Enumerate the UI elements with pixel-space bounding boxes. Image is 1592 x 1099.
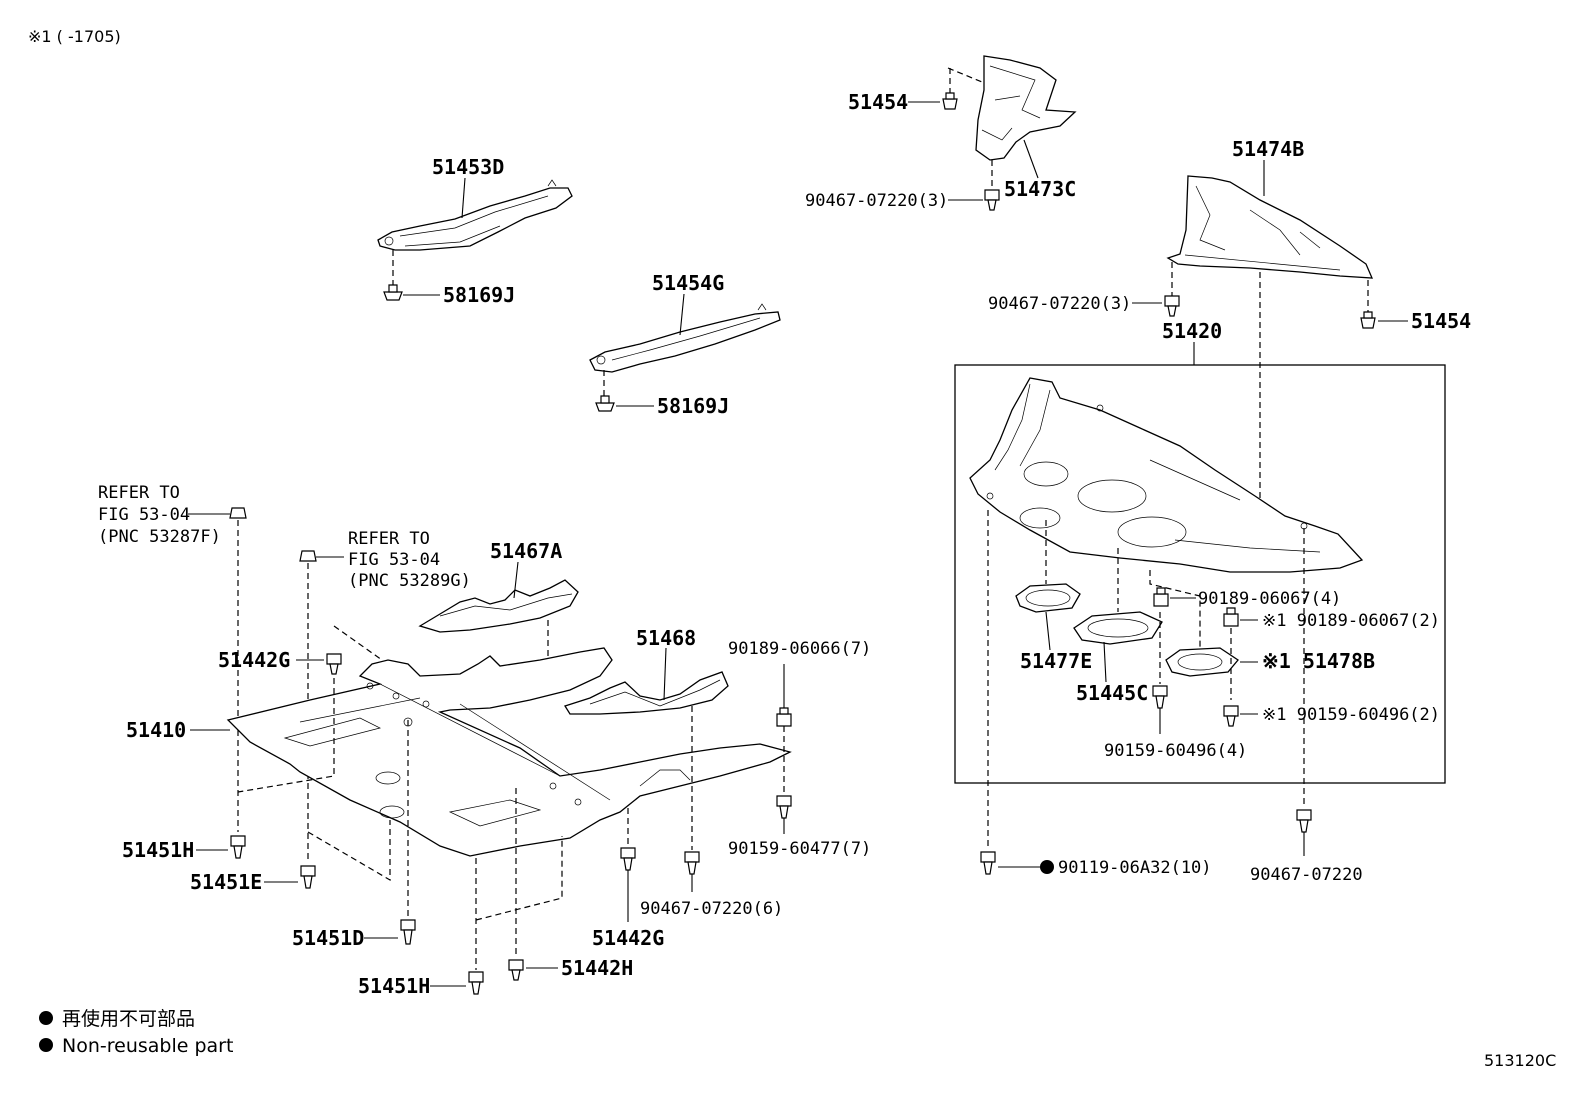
label-51410[interactable]: 51410 xyxy=(126,718,186,742)
dash-51473C-a xyxy=(947,67,983,83)
clip-refer-53287F-icon[interactable] xyxy=(229,507,247,519)
leader-51445C xyxy=(1103,641,1107,683)
part-51454G-bracket[interactable] xyxy=(589,303,781,373)
part-51467A-cover[interactable] xyxy=(418,579,579,633)
label-90159-60496-4[interactable]: 90159-60496(4) xyxy=(1104,741,1247,761)
model-note: ※1 ( -1705) xyxy=(28,27,121,46)
label-90467-07220-3a[interactable]: 90467-07220(3) xyxy=(805,191,948,211)
bolt-90119-06A32-icon[interactable] xyxy=(980,851,996,875)
bolt-90467-07220-3b-icon[interactable] xyxy=(1164,295,1180,317)
label-51451H-b[interactable]: 51451H xyxy=(358,974,430,998)
refer-2-line-2: FIG 53-04 xyxy=(348,550,440,570)
part-51474B-shield[interactable] xyxy=(1166,175,1374,279)
refer-1-line-2: FIG 53-04 xyxy=(98,505,190,525)
refer-2-line-3: (PNC 53289G) xyxy=(348,571,471,591)
part-51410-under-cover[interactable] xyxy=(226,647,792,857)
bolt-51451E-icon[interactable] xyxy=(300,865,316,889)
leader-51467A xyxy=(513,561,519,599)
label-90159-60477-7[interactable]: 90159-60477(7) xyxy=(728,839,871,859)
label-51451H-a[interactable]: 51451H xyxy=(122,838,194,862)
bolt-90467-07220-3a-icon[interactable] xyxy=(984,189,1000,211)
label-90189-06066-7[interactable]: 90189-06066(7) xyxy=(728,639,871,659)
bolt-51451H-b-icon[interactable] xyxy=(468,971,484,995)
bolt-51451H-a-icon[interactable] xyxy=(230,835,246,859)
nut-90189-06067-2-icon[interactable] xyxy=(1223,607,1239,627)
part-51477E-seal[interactable] xyxy=(1015,583,1081,613)
label-90467-07220-6[interactable]: 90467-07220(6) xyxy=(640,899,783,919)
label-51442H[interactable]: 51442H xyxy=(561,956,633,980)
bolt-51442G-b-icon[interactable] xyxy=(620,847,636,871)
nut-90189-06066-icon[interactable] xyxy=(776,707,792,727)
label-51467A[interactable]: 51467A xyxy=(490,539,562,563)
label-90189-06067-4[interactable]: 90189-06067(4) xyxy=(1198,589,1341,609)
dash-assembly-a xyxy=(307,820,391,882)
part-51420-engine-under-cover[interactable] xyxy=(969,377,1364,573)
label-58169J-b[interactable]: 58169J xyxy=(657,394,729,418)
bolt-51451D-icon[interactable] xyxy=(400,919,416,945)
bolt-90159-60496-2-icon[interactable] xyxy=(1223,705,1239,727)
label-90119-06A32[interactable]: 90119-06A32(10) xyxy=(1058,858,1212,878)
dash-assembly-d xyxy=(475,836,563,921)
label-51442G-b[interactable]: 51442G xyxy=(592,926,664,950)
legend-dot-1-icon xyxy=(39,1011,53,1025)
figure-code: 513120C xyxy=(1484,1051,1556,1070)
label-58169J-a[interactable]: 58169J xyxy=(443,283,515,307)
clip-58169J-b-icon[interactable] xyxy=(595,395,615,412)
refer-1-line-3: (PNC 53287F) xyxy=(98,527,221,547)
nut-90189-06067-4-icon[interactable] xyxy=(1153,587,1169,607)
part-51473C-shield[interactable] xyxy=(975,55,1077,161)
label-51451D[interactable]: 51451D xyxy=(292,926,364,950)
label-90467-07220-3b[interactable]: 90467-07220(3) xyxy=(988,294,1131,314)
label-51474B[interactable]: 51474B xyxy=(1232,137,1304,161)
leader-51468 xyxy=(663,647,667,701)
bolt-90159-60496-4-icon[interactable] xyxy=(1152,685,1168,709)
leader-51453D xyxy=(461,177,466,219)
label-90189-06067-2[interactable]: ※1 90189-06067(2) xyxy=(1262,611,1440,631)
refer-2-line-1: REFER TO xyxy=(348,529,430,549)
leader-51477E xyxy=(1045,611,1051,651)
legend-dot-2-icon xyxy=(39,1038,53,1052)
label-90467-07220[interactable]: 90467-07220 xyxy=(1250,865,1363,885)
bolt-90467-07220-icon[interactable] xyxy=(1296,809,1312,833)
part-51453D-bracket[interactable] xyxy=(377,179,573,251)
bolt-51442G-a-icon[interactable] xyxy=(326,653,342,675)
label-51478B[interactable]: ※1 51478B xyxy=(1262,649,1375,673)
label-51454-right[interactable]: 51454 xyxy=(1411,309,1471,333)
clip-refer-53289G-icon[interactable] xyxy=(299,550,317,562)
legend-jp: 再使用不可部品 xyxy=(62,1008,195,1030)
bolt-90467-07220-6-icon[interactable] xyxy=(684,851,700,875)
label-51445C[interactable]: 51445C xyxy=(1076,681,1148,705)
label-51473C[interactable]: 51473C xyxy=(1004,177,1076,201)
label-51477E[interactable]: 51477E xyxy=(1020,649,1092,673)
label-51442G-a[interactable]: 51442G xyxy=(218,648,290,672)
legend-en: Non-reusable part xyxy=(62,1035,233,1057)
bolt-90159-60477-icon[interactable] xyxy=(776,795,792,819)
dash-51442G-a xyxy=(237,668,335,793)
leader-51454G xyxy=(679,293,685,336)
part-51478B-seal[interactable] xyxy=(1165,647,1239,677)
assembly-box-51420 xyxy=(954,364,1446,784)
clip-51454-top-icon[interactable] xyxy=(942,92,958,110)
label-51453D[interactable]: 51453D xyxy=(432,155,504,179)
label-51451E[interactable]: 51451E xyxy=(190,870,262,894)
label-51454-top[interactable]: 51454 xyxy=(848,90,908,114)
part-51468-cover[interactable] xyxy=(564,671,729,715)
refer-1-line-1: REFER TO xyxy=(98,483,180,503)
clip-51454-right-icon[interactable] xyxy=(1360,311,1376,329)
clip-58169J-a-icon[interactable] xyxy=(383,284,403,301)
part-51445C-seal[interactable] xyxy=(1073,611,1163,645)
dash-51478B-a xyxy=(1149,570,1201,648)
label-51468[interactable]: 51468 xyxy=(636,626,696,650)
label-90159-60496-2[interactable]: ※1 90159-60496(2) xyxy=(1262,705,1440,725)
bolt-51442H-icon[interactable] xyxy=(508,959,524,981)
label-51454G[interactable]: 51454G xyxy=(652,271,724,295)
leader-51473C xyxy=(1023,139,1039,179)
label-51420[interactable]: 51420 xyxy=(1162,319,1222,343)
non-reusable-dot-icon xyxy=(1040,860,1054,874)
